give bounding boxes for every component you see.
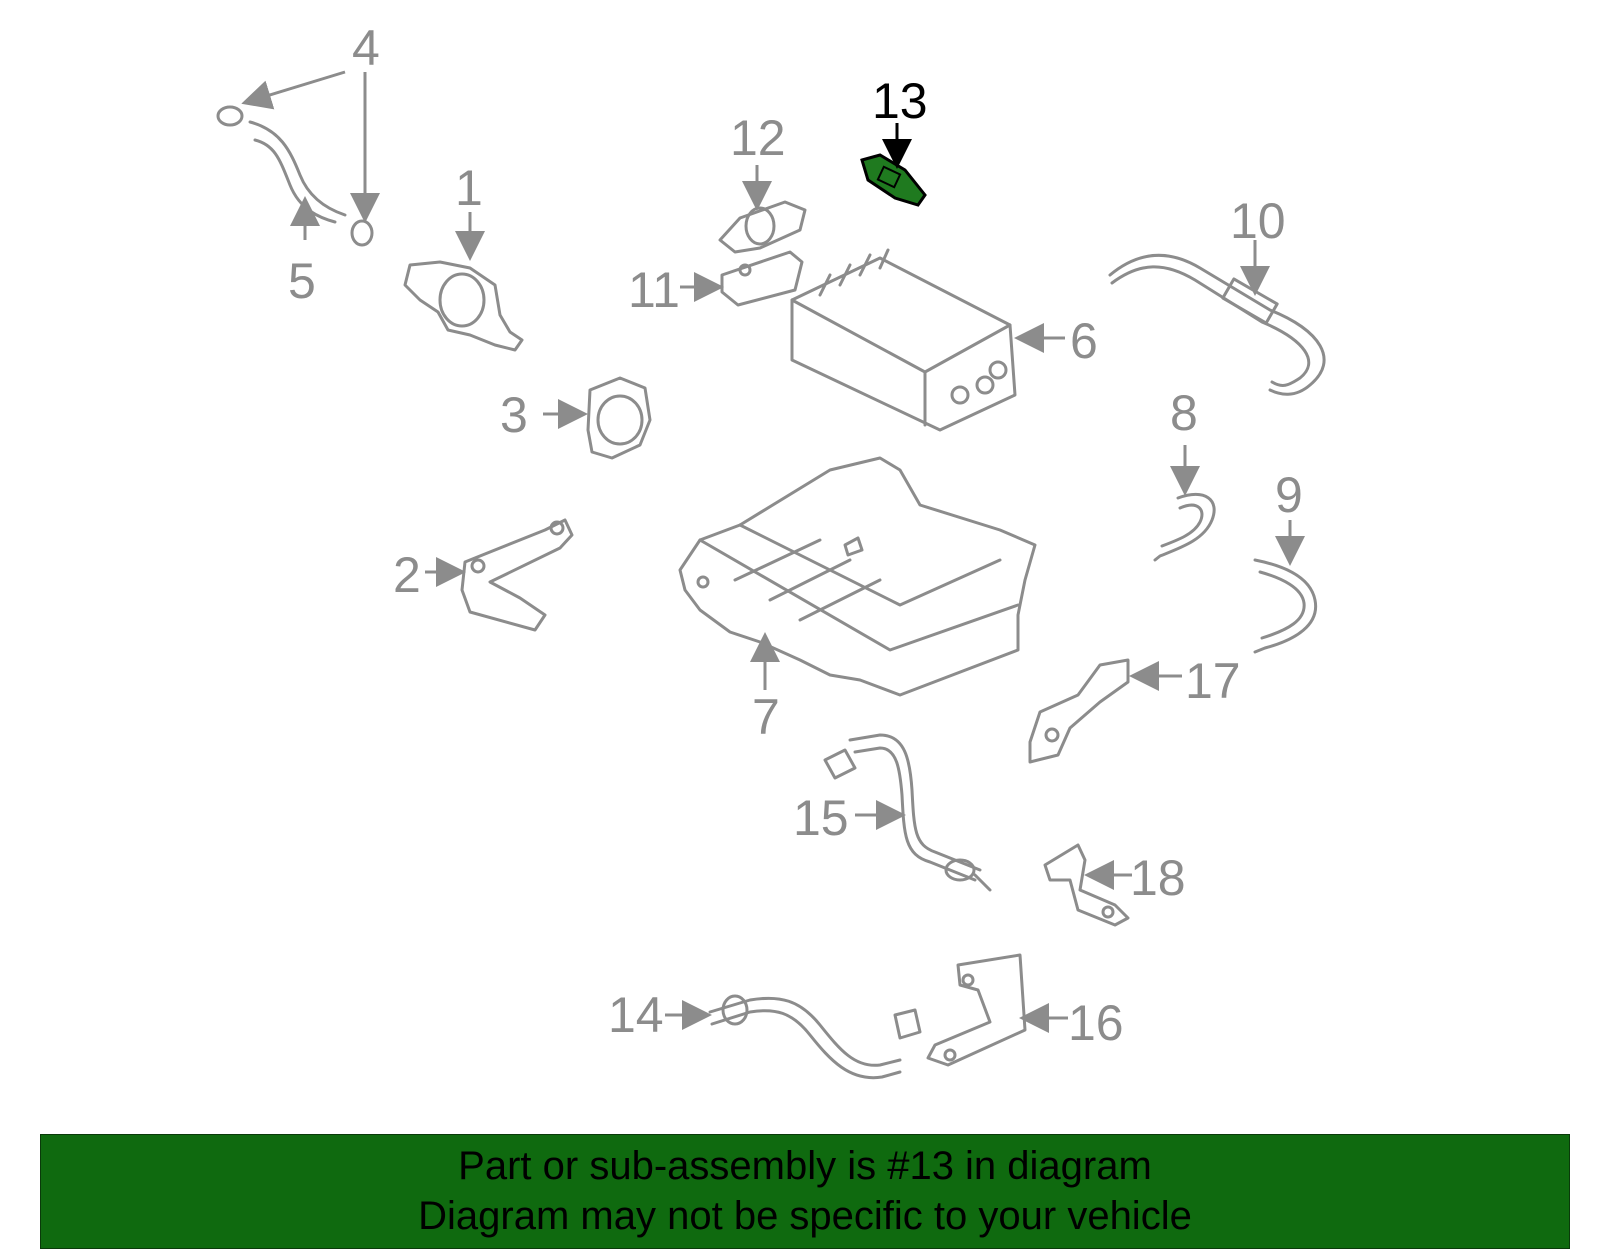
- part-16-bracket[interactable]: [926, 953, 1027, 1067]
- part-17-bracket[interactable]: [1028, 658, 1130, 764]
- callout-1: 1: [455, 160, 483, 216]
- part-3-bracket[interactable]: [586, 376, 652, 460]
- part-14-sensor[interactable]: [708, 994, 922, 1080]
- callout-13: 13: [872, 73, 928, 129]
- callout-2: 2: [393, 547, 421, 603]
- part-1-valve[interactable]: [403, 260, 524, 352]
- part-10-hose[interactable]: [1108, 253, 1326, 396]
- callout-9: 9: [1275, 467, 1303, 523]
- callout-3: 3: [500, 387, 528, 443]
- part-11-grommet[interactable]: [720, 250, 804, 307]
- callout-7: 7: [752, 689, 780, 745]
- callout-4: 4: [352, 20, 380, 76]
- part-6-canister[interactable]: [790, 248, 1017, 432]
- callout-8: 8: [1170, 385, 1198, 441]
- callout-11: 11: [628, 262, 680, 318]
- part-7-shield[interactable]: [678, 456, 1037, 697]
- callout-6: 6: [1070, 313, 1098, 369]
- part-15-sensor[interactable]: [823, 733, 992, 892]
- info-banner: Part or sub-assembly is #13 in diagram D…: [40, 1134, 1570, 1249]
- callout-16: 16: [1068, 995, 1124, 1051]
- part-8-hose[interactable]: [1153, 492, 1216, 562]
- part-12-valve[interactable]: [718, 200, 807, 254]
- callout-18: 18: [1130, 850, 1186, 906]
- banner-line-1: Part or sub-assembly is #13 in diagram: [458, 1144, 1152, 1188]
- callout-5: 5: [288, 253, 316, 309]
- callout-12: 12: [730, 110, 786, 166]
- part-2-bracket[interactable]: [460, 518, 574, 632]
- part-18-bracket[interactable]: [1043, 843, 1130, 927]
- part-4-clamp[interactable]: [216, 105, 374, 247]
- part-5-hose[interactable]: [248, 120, 347, 224]
- callout-17: 17: [1185, 653, 1241, 709]
- callout-10: 10: [1230, 193, 1286, 249]
- callout-14: 14: [608, 987, 664, 1043]
- callout-15: 15: [793, 790, 849, 846]
- banner-line-2: Diagram may not be specific to your vehi…: [418, 1194, 1192, 1238]
- part-9-hose[interactable]: [1253, 558, 1318, 654]
- part-13-valve-highlighted[interactable]: [860, 153, 927, 207]
